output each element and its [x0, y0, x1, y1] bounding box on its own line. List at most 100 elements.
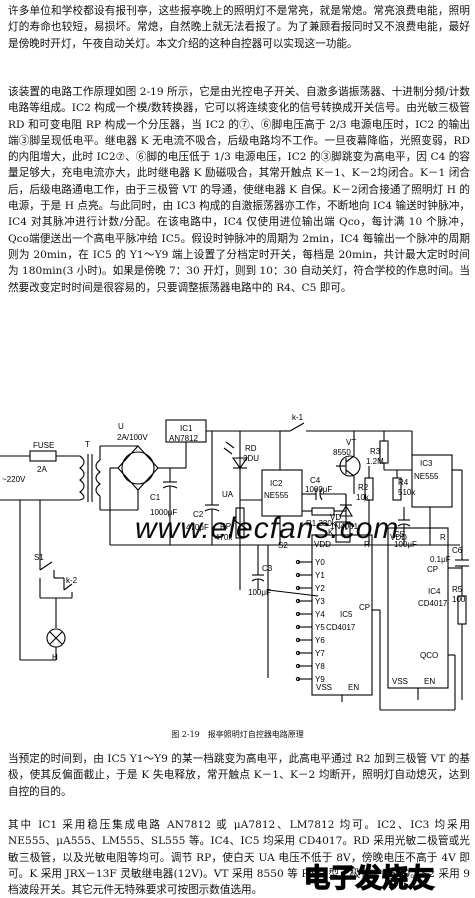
ic4-cp: CP	[427, 565, 438, 574]
s1-label: S1	[34, 553, 44, 562]
switch-contact	[295, 676, 301, 682]
ic5-pin-y9: Y9	[315, 675, 325, 684]
light-sensor-stage: RD 3DU UA RP 470k C2 470μF C3 100μF	[186, 431, 273, 597]
timer-IC2: IC2 NE555	[261, 431, 303, 545]
lamp-circuit: S1 k-2 H	[19, 500, 78, 662]
capacitor-C6: C6 0.1μF	[430, 520, 469, 596]
ic5-pin-y1: Y1	[315, 571, 325, 580]
r1-label: R1 330k	[306, 519, 337, 528]
ic5-r: R	[364, 540, 370, 549]
paragraph-components: 其中 IC1 采用稳压集成电路 AN7812 或 μA7812、LM7812 均…	[8, 819, 470, 897]
vt-value: 8550	[333, 448, 351, 457]
switch-contact	[295, 637, 301, 643]
ua-label: UA	[222, 490, 234, 499]
resistor-R5: R5 100	[452, 585, 467, 700]
mains-fuse: FUSE 2A ~220V	[0, 441, 80, 524]
c6-label: C6	[452, 546, 463, 555]
r2-value: 10k	[356, 493, 370, 502]
relay-label: K	[328, 528, 334, 537]
ic1-label: IC1	[180, 424, 193, 433]
relay-drive-stage: C4 1000μF R1 330k VD 1N4001	[302, 476, 359, 531]
switch-contact	[295, 650, 301, 656]
ic4-value: CD4017	[418, 599, 448, 608]
capacitor-C1: C1 1000μF	[150, 468, 177, 545]
ic5-en: EN	[348, 683, 359, 692]
ic5-cp: CP	[359, 603, 370, 612]
switch-contact	[295, 624, 301, 630]
counter-IC5: VDD R CP IC5 CD4017 VSS EN Y0Y1Y2Y3Y4Y5Y…	[295, 534, 373, 696]
fuse-label: FUSE	[33, 441, 54, 450]
paragraph-intro: 许多单位和学校都设有报刊亭，这些报亭晚上的照明灯不是常亮，就是常熄。常亮浪费电能…	[8, 5, 470, 50]
ic5-pin-y7: Y7	[315, 649, 325, 658]
rp-label: RP	[220, 522, 231, 531]
r4-label: R4	[398, 478, 409, 487]
switch-contact	[295, 572, 301, 578]
oscillator-IC3: IC3 NE555 C5 100μF	[394, 431, 463, 549]
c2-label: C2	[193, 510, 204, 519]
bridge-rectifier-U: U 2A/100V	[100, 422, 170, 545]
r2-label: R2	[358, 483, 369, 492]
ic3-label: IC3	[420, 459, 433, 468]
ic5-label: IC5	[340, 610, 353, 619]
rd-label: RD	[245, 444, 257, 453]
ic5-pin-y5: Y5	[315, 623, 325, 632]
ic4-vdd: VDD	[390, 533, 407, 542]
rectifier-label: U	[118, 422, 124, 431]
rp-value: 470k	[215, 533, 233, 542]
ic5-pin-y3: Y3	[315, 597, 325, 606]
paragraph-timeout: 当预定的时间到，由 IC5 Y1～Y9 的某一档跳变为高电平，此高电平通过 R2…	[8, 753, 470, 798]
ic4-qco: QCO	[420, 651, 438, 660]
ic4-label: IC4	[428, 587, 441, 596]
r4-value: 510k	[398, 488, 416, 497]
c6-value: 0.1μF	[430, 555, 451, 564]
vd-label: VD	[330, 513, 341, 522]
ic5-pin-y2: Y2	[315, 584, 325, 593]
ic5-vdd: VDD	[314, 540, 331, 549]
c4-value: 1000μF	[305, 485, 332, 494]
fuse-value: 2A	[37, 465, 47, 474]
transformer-T: T	[79, 440, 101, 510]
ic4-r: R	[440, 533, 446, 542]
r3-value: 1.2M	[366, 457, 384, 466]
switch-S2: S2	[267, 541, 319, 678]
vd-value: 1N4001	[330, 522, 359, 531]
switch-contact	[295, 559, 301, 565]
c3-value: 100μF	[248, 588, 271, 597]
ic4-vss: VSS	[392, 677, 408, 686]
ic3-value: NE555	[414, 472, 439, 481]
ic2-value: NE555	[264, 491, 289, 500]
rectifier-value: 2A/100V	[117, 433, 148, 442]
ic5-pin-y0: Y0	[315, 558, 325, 567]
counter-IC4: VDD R CP IC4 CD4017 QCO VSS EN	[341, 527, 462, 711]
c5-value: 100μF	[394, 540, 417, 549]
c1-value: 1000μF	[150, 508, 177, 517]
s2-label: S2	[278, 541, 288, 550]
c1-label: C1	[150, 493, 161, 502]
regulator-IC1: IC1 AN7812	[165, 419, 280, 469]
watermark-logo: 电子发烧友	[303, 863, 435, 895]
c3-label: C3	[262, 564, 273, 573]
c4-label: C4	[310, 476, 321, 485]
r5-value: 100	[452, 595, 466, 604]
watermark-url: www.elecfans.com	[135, 512, 400, 545]
resistors-relay: R3 1.2M R2 10k R4 510k K	[328, 431, 416, 545]
ic4-en: EN	[424, 677, 435, 686]
switch-contact	[295, 611, 301, 617]
paragraph-principle: 该装置的电路工作原理如图 2-19 所示，它是由光控电子开关、自激多谐振荡器、十…	[8, 86, 470, 294]
circuit-diagram: FUSE 2A ~220V T U 2A/100V C1 1000μF	[0, 413, 469, 711]
figure-caption: 图 2-19 报亭照明灯自控器电路原理	[171, 730, 304, 739]
ic1-value: AN7812	[169, 434, 198, 443]
k2-label: k-2	[66, 576, 78, 585]
ic5-vss: VSS	[316, 683, 332, 692]
switch-contact	[295, 598, 301, 604]
ic5-pin-y8: Y8	[315, 662, 325, 671]
k1-label: k-1	[292, 413, 304, 422]
switch-contact	[295, 585, 301, 591]
vt-and-k1: k-1 VT 8550	[280, 413, 412, 494]
ic2-label: IC2	[270, 479, 283, 488]
ic5-pin-y4: Y4	[315, 610, 325, 619]
r3-label: R3	[370, 447, 381, 456]
lamp-label: H	[52, 653, 58, 662]
mains-label: ~220V	[2, 475, 26, 484]
